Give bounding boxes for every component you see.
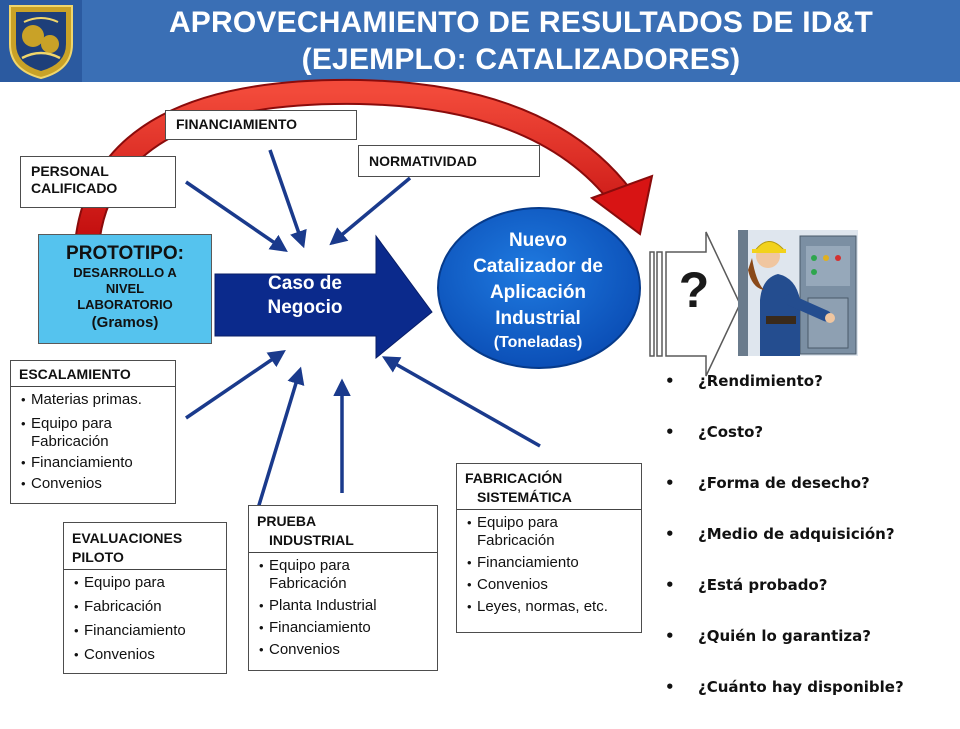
list-item: Financiamiento: [257, 619, 429, 637]
list-item: ¿Costo?: [665, 423, 904, 474]
prueba-title-1: PRUEBA: [257, 513, 317, 529]
caso-de-negocio-arrow: [214, 234, 433, 360]
list-item: Convenios: [465, 576, 633, 594]
nuevo-line-3: Aplicación: [489, 282, 587, 303]
normatividad-label: NORMATIVIDAD: [369, 153, 477, 169]
page-title: APROVECHAMIENTO DE RESULTADOS DE ID&T (E…: [82, 4, 960, 78]
prototipo-title: PROTOTIPO:: [66, 243, 184, 264]
financiamiento-box: FINANCIAMIENTO: [165, 110, 357, 140]
list-item: Financiamiento: [465, 554, 633, 572]
nuevo-catalizador-label: Nuevo Catalizador de Aplicación Industri…: [438, 206, 638, 366]
normatividad-box: NORMATIVIDAD: [358, 145, 540, 177]
questions-list: ¿Rendimiento? ¿Costo? ¿Forma de desecho?…: [665, 372, 904, 729]
title-banner: APROVECHAMIENTO DE RESULTADOS DE ID&T (E…: [0, 0, 960, 82]
escalamiento-title: ESCALAMIENTO: [19, 366, 131, 382]
list-item: Equipo para Fabricación: [19, 415, 167, 451]
caso-line-1: Caso de: [268, 273, 342, 294]
list-item: ¿Está probado?: [665, 576, 904, 627]
list-item: Convenios: [72, 646, 218, 664]
personal-calificado-box: PERSONAL CALIFICADO: [20, 156, 176, 208]
nuevo-line-1: Nuevo: [508, 230, 568, 251]
evaluaciones-title-1: EVALUACIONES: [72, 530, 183, 546]
fabricacion-title-1: FABRICACIÓN: [465, 470, 563, 486]
personal-label-2: CALIFICADO: [31, 180, 118, 196]
personal-label-1: PERSONAL: [31, 163, 109, 179]
prototipo-line-1: DESARROLLO A: [73, 265, 177, 280]
list-item: Convenios: [257, 641, 429, 659]
caso-de-negocio-label: Caso de Negocio: [230, 272, 380, 320]
list-item: ¿Quién lo garantiza?: [665, 627, 904, 678]
list-item: Equipo para Fabricación: [257, 557, 429, 593]
list-item: Convenios: [19, 475, 167, 493]
prueba-industrial-box: PRUEBA INDUSTRIAL Equipo para Fabricació…: [248, 505, 438, 671]
list-item: ¿Medio de adquisición?: [665, 525, 904, 576]
list-item: Planta Industrial: [257, 597, 429, 615]
evaluaciones-title-2: PILOTO: [72, 549, 124, 565]
title-line-2: (EJEMPLO: CATALIZADORES): [301, 43, 741, 76]
nuevo-line-2: Catalizador de: [473, 256, 603, 277]
prototipo-line-2: NIVEL: [105, 281, 145, 296]
fabricacion-sistematica-box: FABRICACIÓN SISTEMÁTICA Equipo para Fabr…: [456, 463, 642, 633]
list-item: Financiamiento: [72, 622, 218, 640]
prototipo-box: PROTOTIPO: DESARROLLO A NIVEL LABORATORI…: [38, 234, 212, 344]
university-crest-icon: [0, 0, 82, 82]
nuevo-catalizador-ellipse: [437, 207, 641, 369]
input-connectors: [185, 149, 541, 516]
outcome-arrow: [649, 231, 741, 377]
list-item: Materias primas.: [19, 391, 167, 409]
prototipo-line-3: LABORATORIO: [77, 297, 173, 312]
list-item: ¿Cuánto hay disponible?: [665, 678, 904, 729]
escalamiento-box: ESCALAMIENTO Materias primas. Equipo par…: [10, 360, 176, 504]
list-item: ¿Rendimiento?: [665, 372, 904, 423]
list-item: Fabricación: [72, 598, 218, 616]
list-item: Equipo para: [72, 574, 218, 592]
fabricacion-title-2: SISTEMÁTICA: [477, 489, 572, 505]
list-item: Leyes, normas, etc.: [465, 598, 633, 616]
question-mark: ?: [678, 262, 710, 318]
evaluaciones-piloto-box: EVALUACIONES PILOTO Equipo para Fabricac…: [63, 522, 227, 674]
title-line-1: APROVECHAMIENTO DE RESULTADOS DE ID&T: [168, 6, 874, 39]
caso-line-2: Negocio: [267, 297, 343, 318]
list-item: Equipo para Fabricación: [465, 514, 633, 550]
list-item: ¿Forma de desecho?: [665, 474, 904, 525]
nuevo-line-4: Industrial: [495, 308, 581, 329]
list-item: Financiamiento: [19, 454, 167, 472]
prueba-title-2: INDUSTRIAL: [269, 532, 354, 548]
nuevo-scale: (Toneladas): [493, 334, 583, 351]
financiamiento-label: FINANCIAMIENTO: [176, 116, 298, 132]
industrial-worker-icon: [738, 230, 858, 356]
prototipo-scale: (Gramos): [91, 314, 159, 331]
